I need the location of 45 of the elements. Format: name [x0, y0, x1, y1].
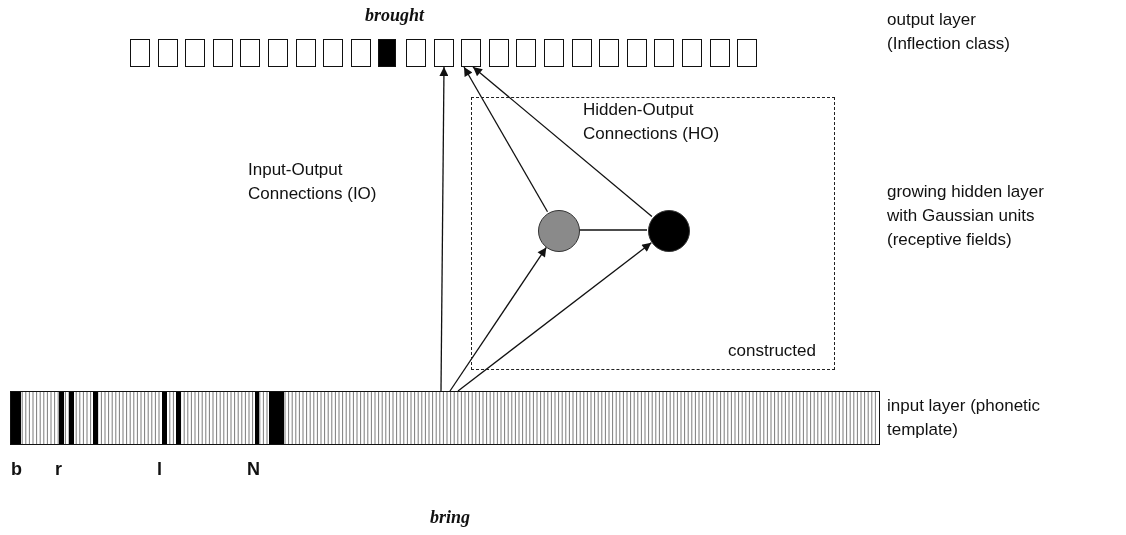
output-unit	[709, 39, 730, 67]
output-unit	[350, 39, 371, 67]
output-unit	[295, 39, 316, 67]
output-unit	[130, 39, 150, 67]
connection-line	[578, 229, 648, 231]
arrow	[457, 242, 652, 392]
output-unit	[626, 39, 647, 67]
output-unit	[737, 39, 758, 67]
phoneme-label: r	[55, 458, 62, 481]
phoneme-label: N	[247, 458, 260, 481]
output-unit	[323, 39, 344, 67]
output-unit	[571, 39, 592, 67]
arrow	[439, 66, 449, 392]
layer-label: growing hidden layer with Gaussian units (receptive fields)	[887, 181, 1045, 251]
output-unit	[406, 39, 426, 67]
connection-label: Hidden-Output Connections (HO)	[583, 99, 721, 145]
output-unit	[157, 39, 178, 67]
output-unit	[185, 39, 206, 67]
layer-label: output layer (Inflection class)	[887, 9, 1011, 55]
arrow	[463, 66, 549, 213]
phoneme-label: b	[11, 458, 22, 481]
word-label: brought	[365, 4, 425, 27]
group-label: constructed	[728, 340, 816, 362]
output-unit	[599, 39, 620, 67]
output-unit	[488, 39, 509, 67]
arrow	[472, 66, 653, 218]
hidden-unit	[648, 210, 690, 252]
arrow	[449, 246, 547, 392]
layer-label: input layer (phonetic template)	[887, 395, 1042, 441]
output-unit	[544, 39, 564, 67]
dashed-group-box	[471, 97, 835, 370]
output-unit	[461, 39, 482, 67]
hidden-unit	[538, 210, 580, 252]
input-layer-bar	[10, 391, 880, 445]
output-unit	[682, 39, 702, 67]
connection-label: Input-Output Connections (IO)	[248, 159, 378, 205]
output-unit	[433, 39, 454, 67]
output-unit	[240, 39, 261, 67]
output-unit	[378, 39, 397, 67]
output-unit	[516, 39, 537, 67]
phoneme-label: l	[157, 458, 162, 481]
output-unit	[268, 39, 288, 67]
output-unit	[654, 39, 675, 67]
output-unit	[212, 39, 233, 67]
word-label: bring	[430, 506, 471, 529]
